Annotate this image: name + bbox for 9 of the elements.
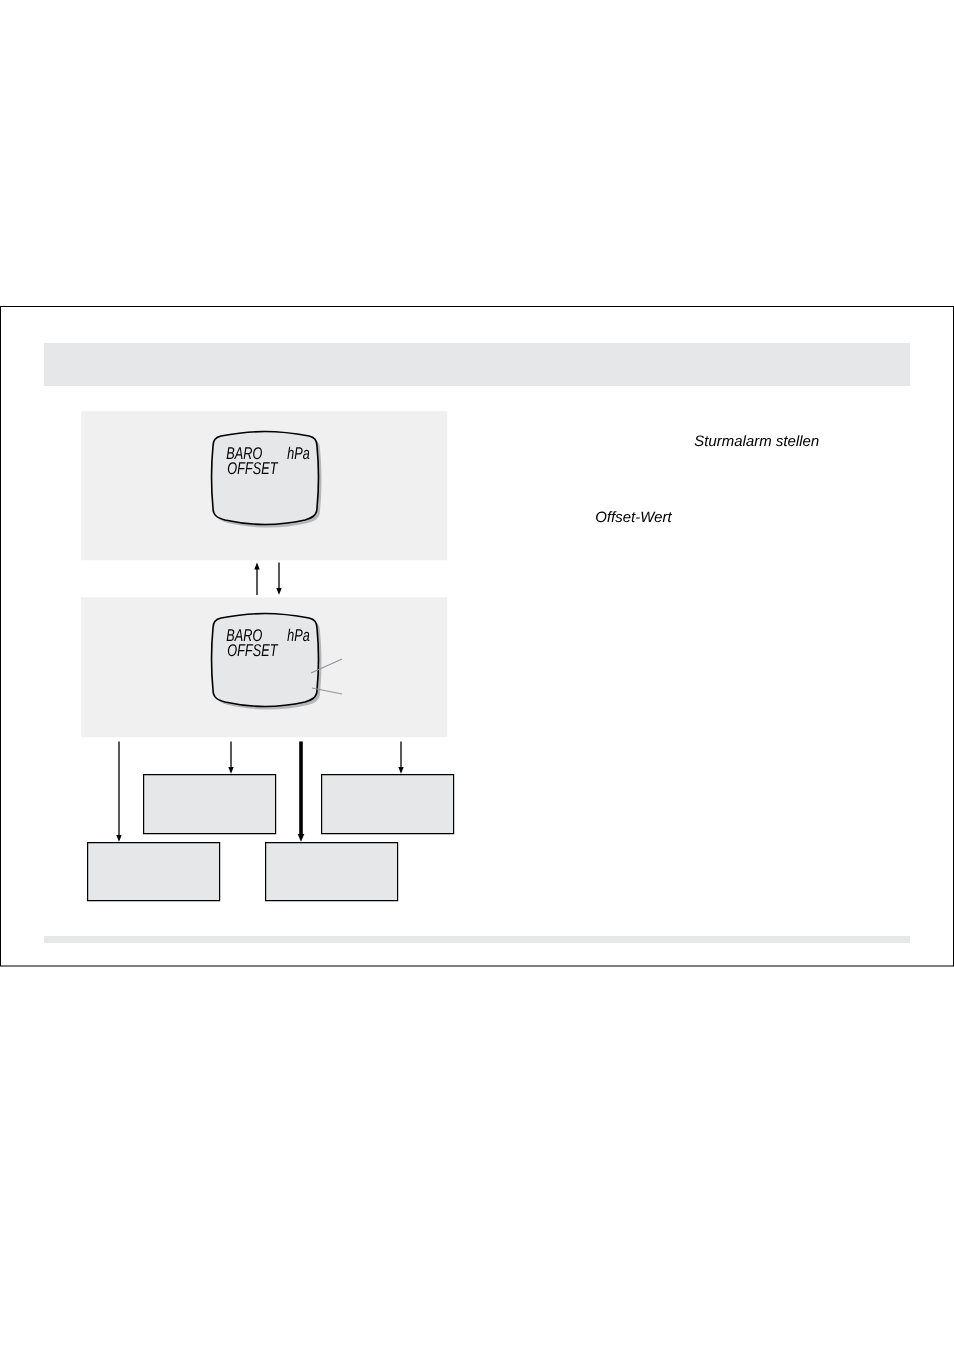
empty-box [87,842,221,902]
empty-box [265,842,399,902]
leader-line [311,687,343,695]
empty-box [321,774,455,835]
lcd-display: BARO hPa OFFSET [210,430,322,528]
lcd-display: BARO hPa OFFSET [210,612,322,710]
label: Sturmalarm stellen [694,435,819,447]
empty-box [143,774,277,835]
label: Offset-Wert [596,511,673,523]
